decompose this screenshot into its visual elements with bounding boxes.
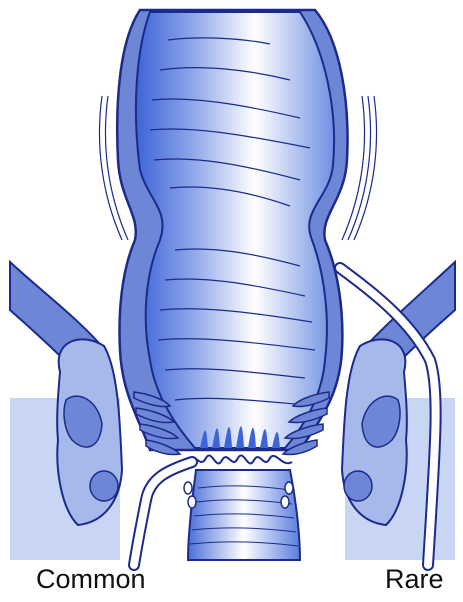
rectal-lumen (136, 12, 334, 448)
label-common: Common (36, 566, 146, 593)
dentate-line (188, 455, 292, 463)
fistula-tract-common (134, 462, 192, 565)
label-rare: Rare (385, 566, 444, 593)
